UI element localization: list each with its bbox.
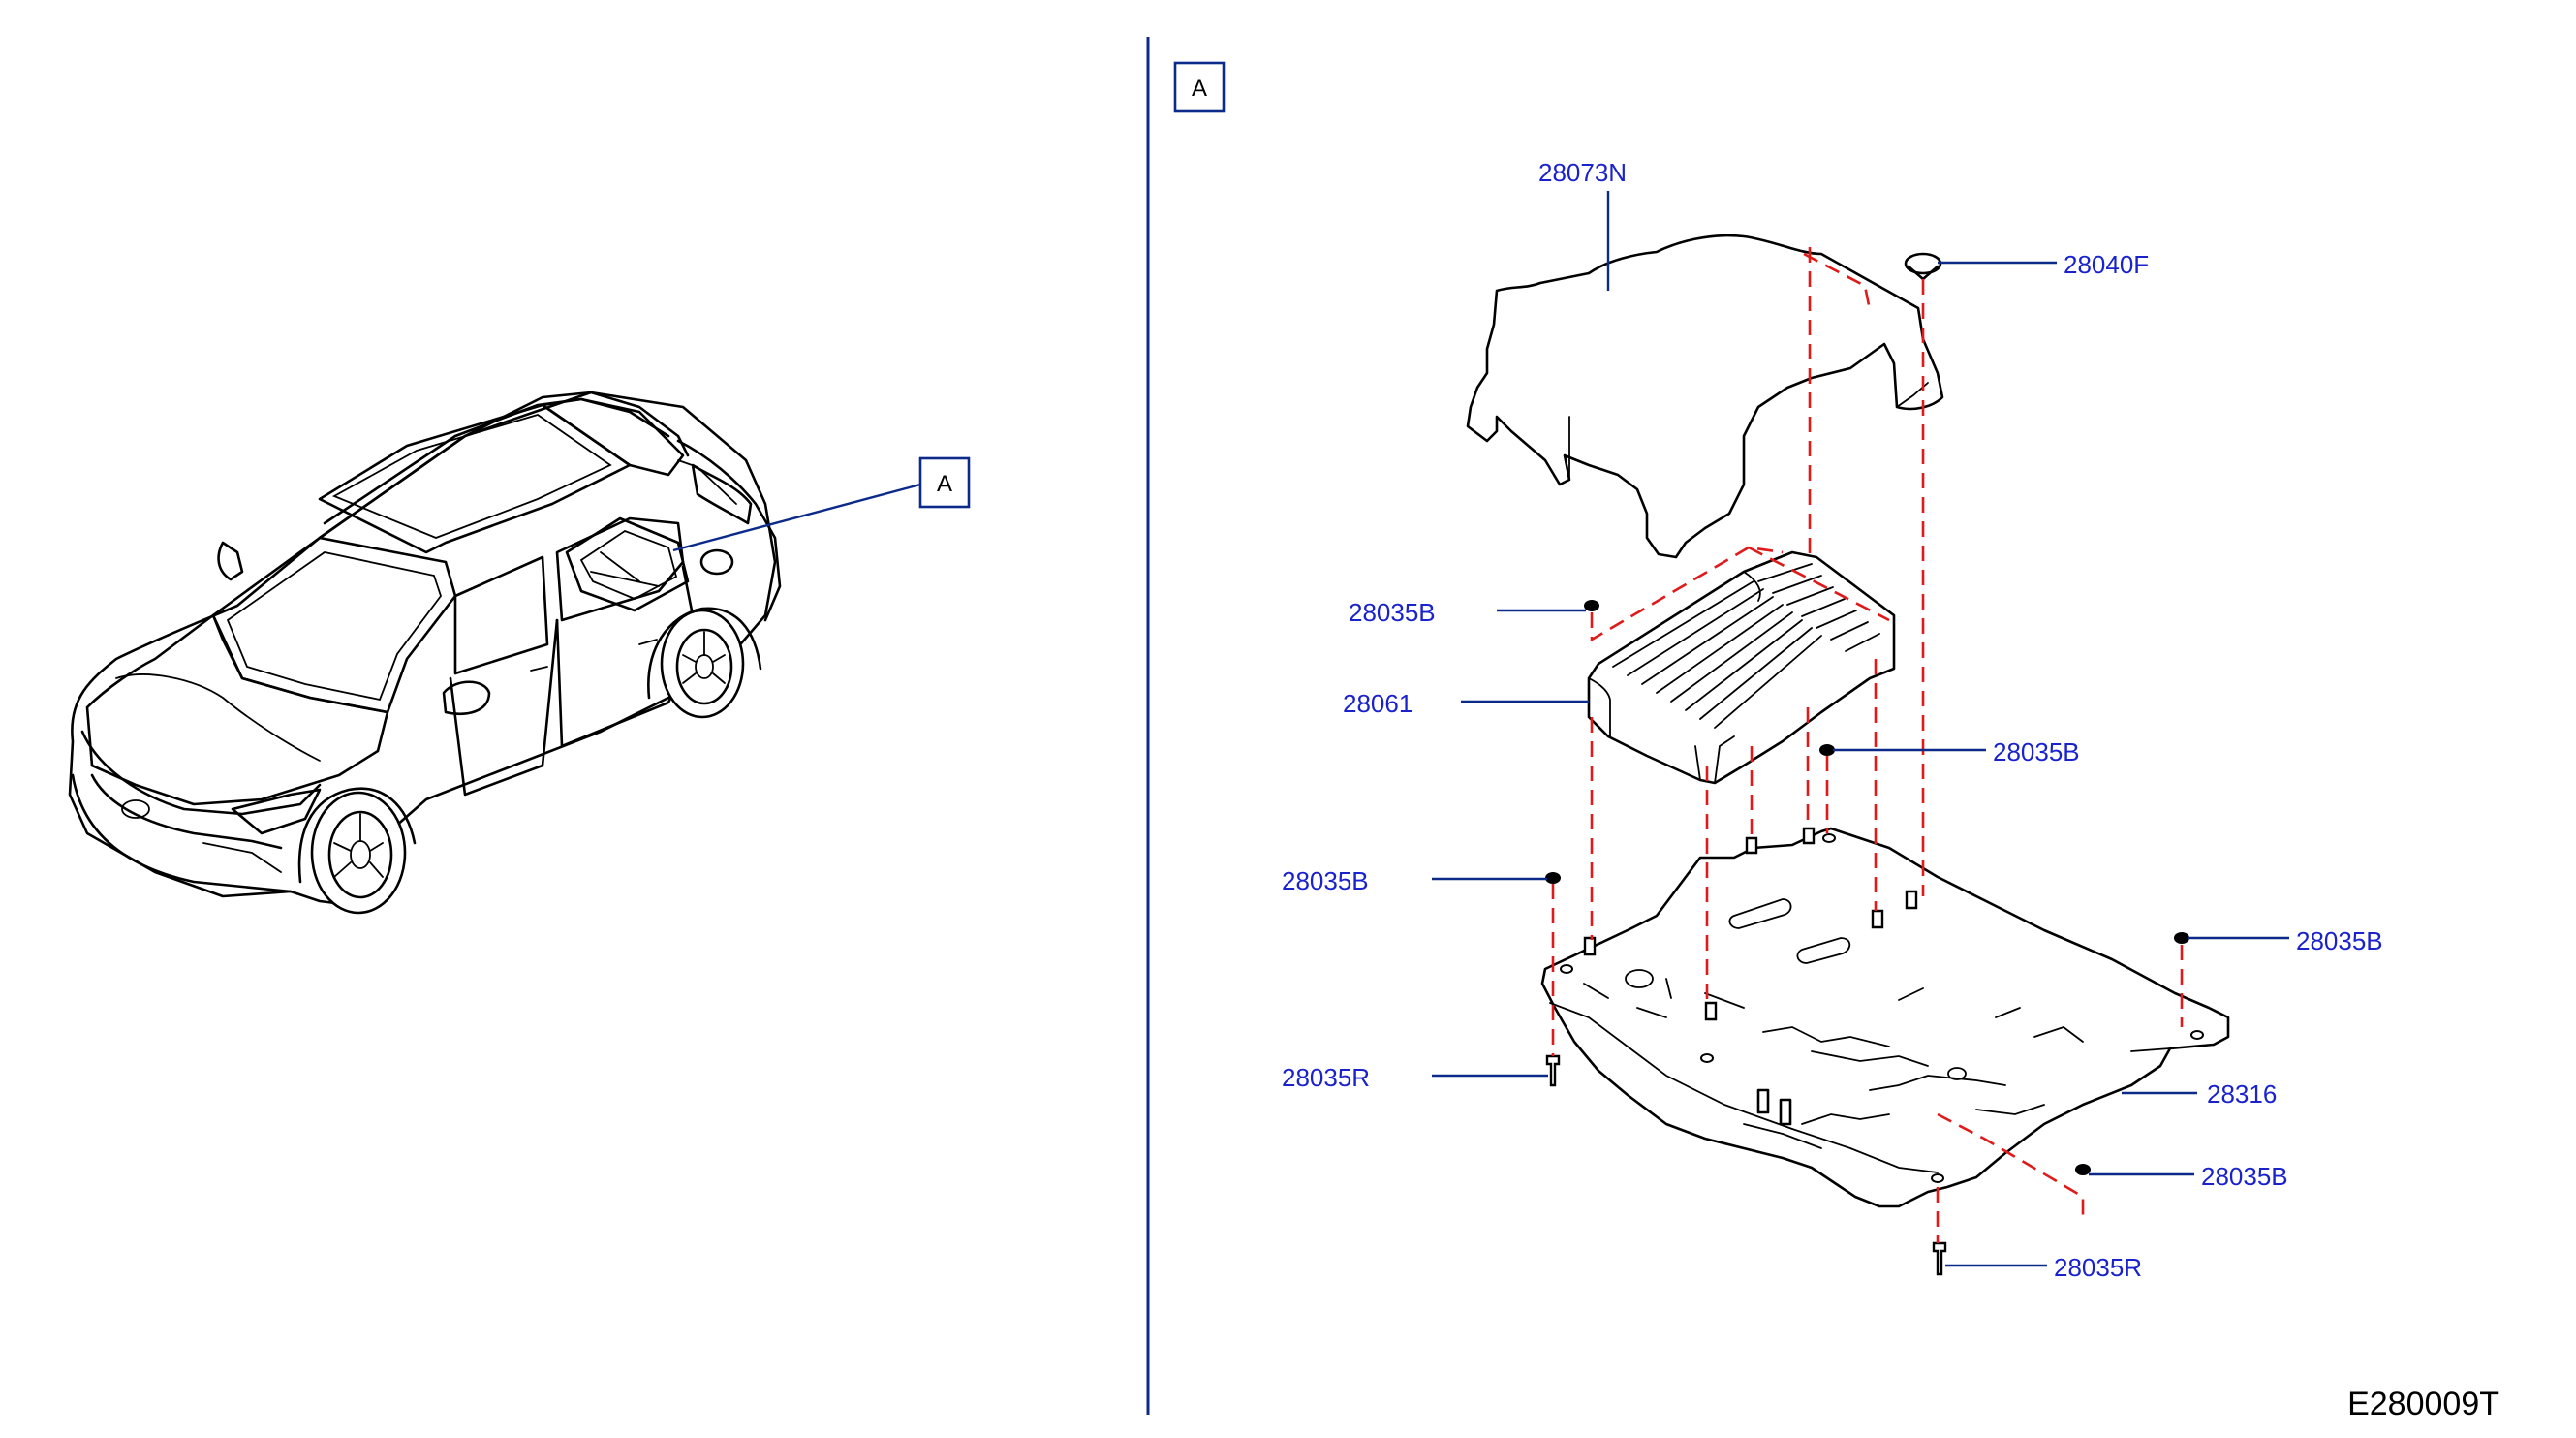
amplifier-cover — [1466, 234, 1944, 559]
bolt-parts — [1545, 1054, 1947, 1276]
callout-28035B-upper-left: 28035B — [1349, 598, 1436, 627]
callout-28316: 28316 — [2207, 1079, 2277, 1109]
leader-lines — [1432, 191, 2289, 1267]
car-view-leader — [672, 483, 921, 552]
callout-28035B-lower-right: 28035B — [2201, 1162, 2288, 1191]
view-marker-detail: A — [1173, 61, 1226, 113]
svg-text:A: A — [1192, 76, 1207, 102]
callout-28061: 28061 — [1343, 689, 1412, 718]
nut-parts — [1545, 600, 2189, 1175]
clip-part — [1904, 252, 1942, 281]
callout-28035B-right: 28035B — [2296, 926, 2383, 955]
callout-28035R-bottom: 28035R — [2054, 1253, 2142, 1282]
view-marker-car: A — [918, 456, 971, 509]
callout-28040F: 28040F — [2064, 250, 2149, 279]
callout-28035R-left: 28035R — [1282, 1063, 1370, 1092]
callout-28073N: 28073N — [1538, 158, 1627, 187]
callout-28035B-left: 28035B — [1282, 866, 1369, 895]
assembly-guide-lines — [1551, 247, 2184, 1243]
callout-labels: 28073N 28040F 28035B 28061 28035B 28035B… — [1282, 158, 2383, 1282]
callout-28035B-mid-right: 28035B — [1993, 737, 2080, 766]
amplifier-bracket — [1540, 827, 2230, 1208]
amplifier-unit — [1587, 550, 1896, 785]
diagram-code: E280009T — [2347, 1386, 2499, 1422]
svg-text:A: A — [937, 471, 952, 497]
vehicle-illustration — [68, 391, 782, 915]
